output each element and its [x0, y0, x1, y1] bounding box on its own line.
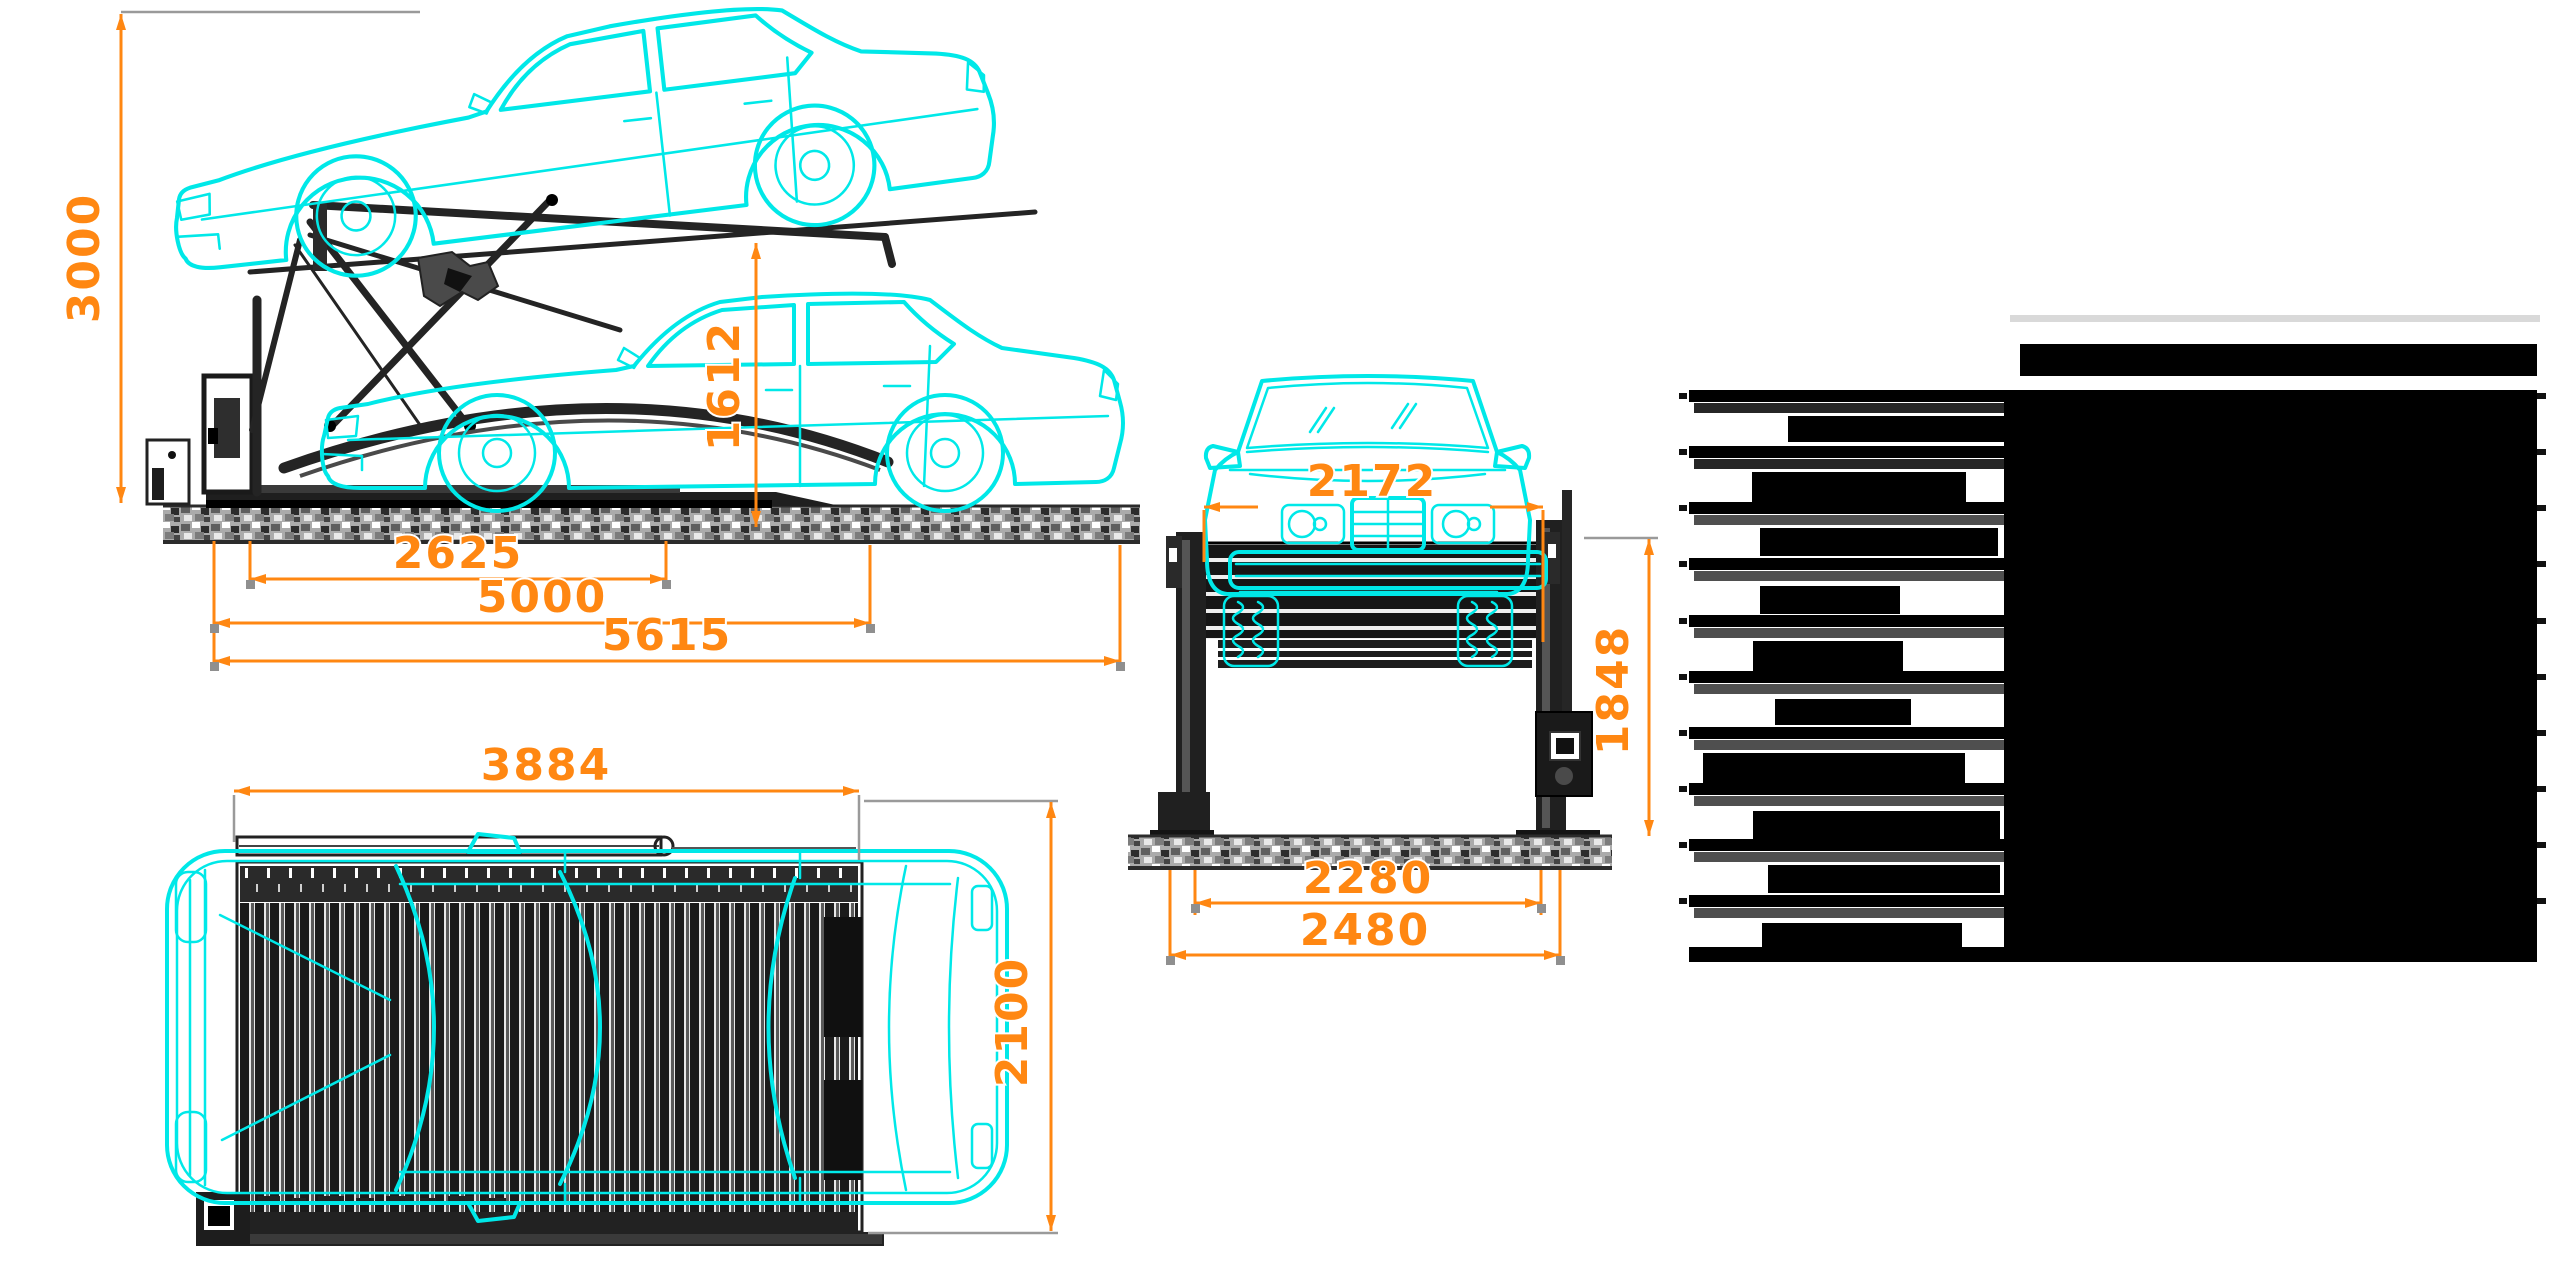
side-view: 3000 1612 2625 5000: [57, 0, 1140, 671]
side-ground-hatch: [163, 504, 1140, 544]
side-overall-height-label: 3000: [59, 193, 110, 323]
side-dim-span-inner: 2625: [246, 526, 671, 589]
plan-dim-width: 2100: [864, 799, 1058, 1235]
front-left-post: [1150, 532, 1214, 838]
lift-left-outer-post: [145, 438, 191, 506]
lift-mechanism: [145, 194, 1038, 508]
plan-platform: [196, 835, 884, 1246]
front-column-height-label: 1848: [1588, 625, 1639, 755]
front-width-outer-label: 2480: [1300, 905, 1430, 956]
spring-coil-right: [1456, 594, 1514, 668]
front-width-inner-label: 2280: [1303, 853, 1433, 904]
side-dim-span-middle: 5000: [210, 541, 875, 668]
front-dim-column-height: 1848: [1584, 536, 1658, 836]
plan-length-label: 3884: [481, 740, 611, 791]
upper-car: [159, 0, 1004, 295]
plan-car: [165, 832, 1009, 1223]
control-box: [1535, 711, 1593, 797]
side-dim-clearance: 1612: [697, 243, 761, 527]
side-dim-span-outer: 5615: [210, 545, 1125, 671]
front-car-width-label: 2172: [1307, 456, 1437, 507]
front-right-post: [1516, 490, 1600, 838]
plan-top-rail: [235, 835, 856, 857]
upper-platform-beam: [247, 201, 1038, 478]
plan-dim-length: 3884: [232, 738, 861, 860]
front-dim-width-outer: 2480: [1166, 870, 1565, 965]
side-span-inner-label: 2625: [393, 528, 523, 579]
side-dim-overall-height: 3000: [57, 10, 420, 503]
front-car: [1203, 374, 1548, 668]
side-clearance-label: 1612: [699, 321, 750, 451]
plan-slats: [240, 903, 858, 1213]
plan-width-label: 2100: [987, 957, 1038, 1087]
front-dim-car-width: 2172: [1202, 454, 1545, 642]
side-span-outer-label: 5615: [602, 610, 732, 661]
front-view: 2172 1848 2280 2480: [1128, 374, 1658, 965]
spring-coil-left: [1222, 594, 1280, 668]
front-dim-width-inner: 2280: [1191, 851, 1546, 915]
front-platform-deck: [1205, 541, 1545, 668]
plan-bottom-rail: [236, 1232, 884, 1246]
plan-view: 3884 2100: [165, 738, 1058, 1246]
front-ground-hatch: [1128, 834, 1612, 870]
lift-drive-box: [201, 373, 255, 495]
side-span-middle-label: 5000: [477, 572, 607, 623]
